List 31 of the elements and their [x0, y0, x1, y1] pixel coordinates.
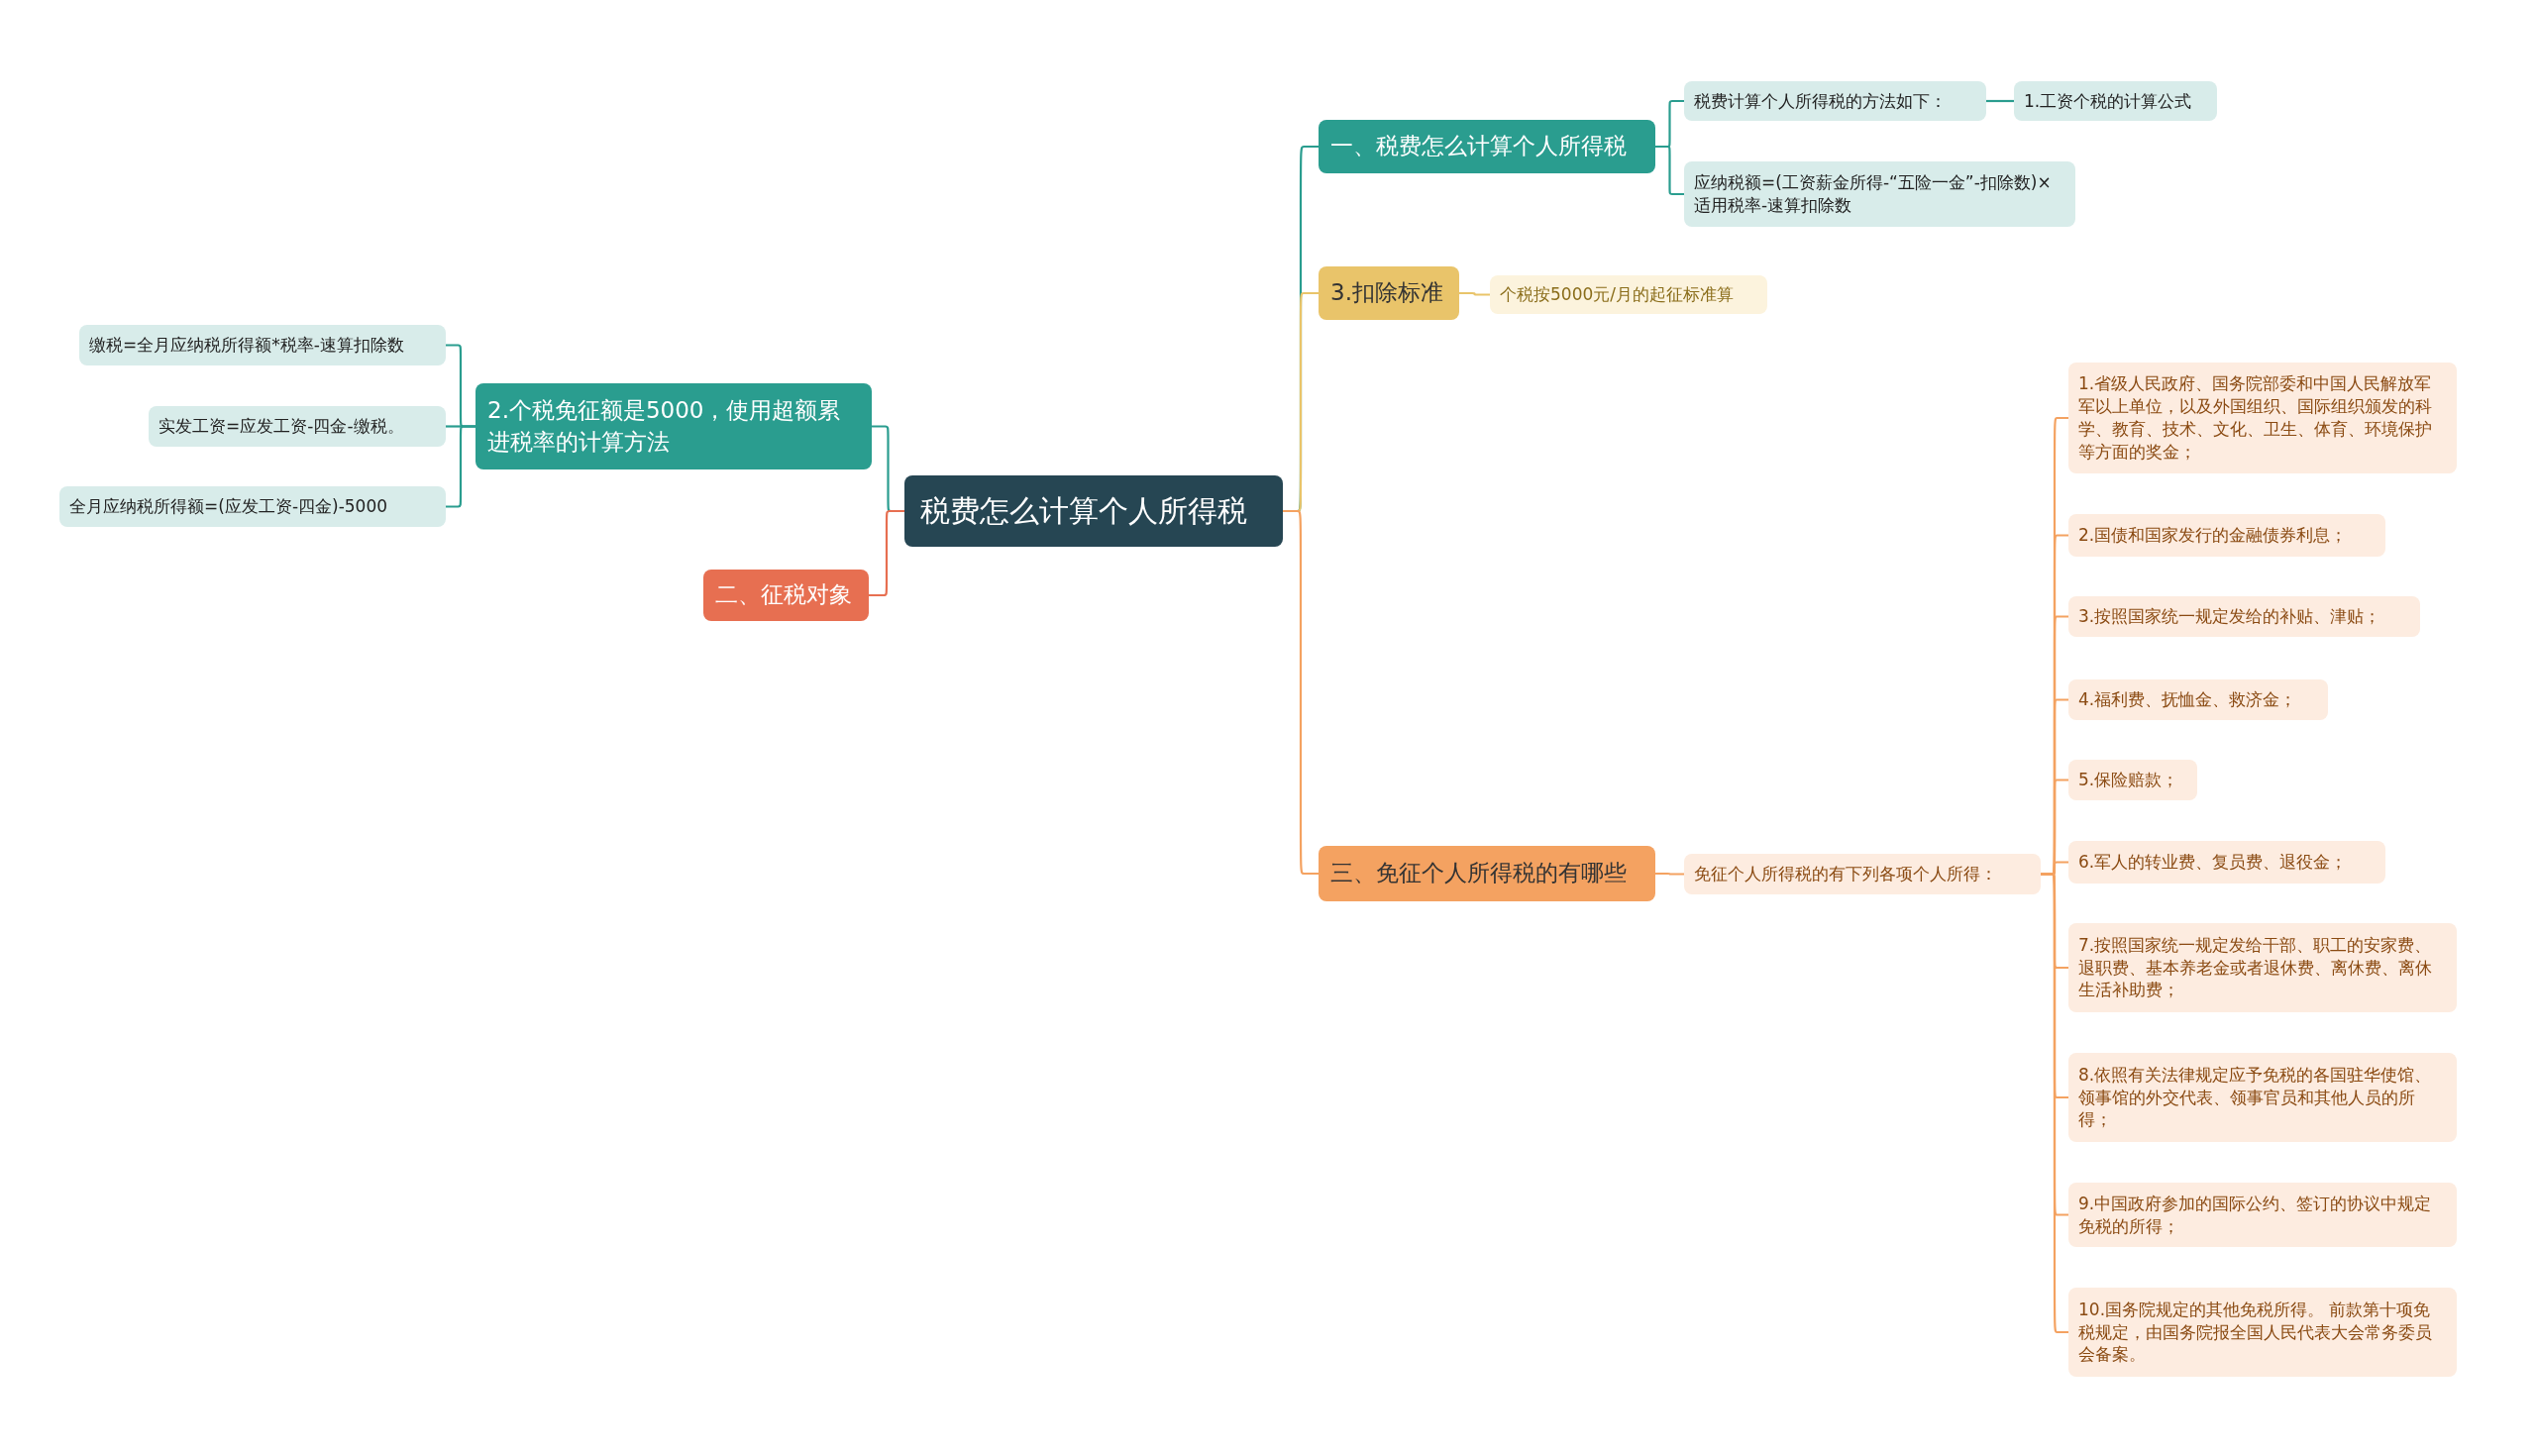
subtopic-box: 4.福利费、抚恤金、救济金； — [2068, 679, 2328, 720]
subtopic-box: 缴税=全月应纳税所得额*税率-速算扣除数 — [79, 325, 446, 365]
subtopic-box: 2.国债和国家发行的金融债券利息； — [2068, 514, 2385, 557]
connector-line — [1655, 872, 1684, 876]
connector-line — [1655, 145, 1684, 196]
subtopic-box: 9.中国政府参加的国际公约、签订的协议中规定免税的所得； — [2068, 1183, 2457, 1247]
subtopic-box: 7.按照国家统一规定发给干部、职工的安家费、退职费、基本养老金或者退休费、离休费、离休生活补助费； — [2068, 923, 2457, 1012]
topic-box: 三、免征个人所得税的有哪些 — [1319, 846, 1655, 901]
connector-line — [1283, 509, 1319, 876]
subtopic-box: 1.工资个税的计算公式 — [2014, 81, 2217, 121]
subtopic-box: 应纳税额=(工资薪金所得-“五险一金”-扣除数)×适用税率-速算扣除数 — [1684, 161, 2075, 227]
subtopic-box: 个税按5000元/月的起征标准算 — [1490, 275, 1767, 314]
topic-box: 二、征税对象 — [703, 570, 869, 621]
connector-line — [1459, 291, 1490, 296]
connector-line — [1986, 99, 2014, 103]
subtopic-box: 3.按照国家统一规定发给的补贴、津贴； — [2068, 596, 2420, 637]
subtopic-box: 免征个人所得税的有下列各项个人所得： — [1684, 854, 2041, 894]
connector-line — [446, 425, 476, 508]
subtopic-box: 8.依照有关法律规定应予免税的各国驻华使馆、领事馆的外交代表、领事官员和其他人员的所得； — [2068, 1053, 2457, 1142]
subtopic-box: 1.省级人民政府、国务院部委和中国人民解放军军以上单位，以及外国组织、国际组织颁发的科学、教育、技术、文化、卫生、体育、环境保护等方面的奖金； — [2068, 363, 2457, 473]
subtopic-box: 10.国务院规定的其他免税所得。 前款第十项免税规定，由国务院报全国人民代表大会常务委员会备案。 — [2068, 1288, 2457, 1377]
subtopic-box: 全月应纳税所得额=(应发工资-四金)-5000 — [59, 486, 446, 527]
topic-box: 2.个税免征额是5000，使用超额累进税率的计算方法 — [476, 383, 872, 469]
subtopic-box: 实发工资=应发工资-四金-缴税。 — [149, 406, 446, 447]
subtopic-box: 6.军人的转业费、复员费、退役金； — [2068, 841, 2385, 884]
subtopic-box: 5.保险赔款； — [2068, 760, 2197, 800]
topic-box: 一、税费怎么计算个人所得税 — [1319, 120, 1655, 173]
connector-line — [869, 509, 904, 597]
root-topic: 税费怎么计算个人所得税 — [904, 475, 1283, 547]
topic-box: 3.扣除标准 — [1319, 266, 1459, 320]
subtopic-box: 税费计算个人所得税的方法如下： — [1684, 81, 1986, 121]
